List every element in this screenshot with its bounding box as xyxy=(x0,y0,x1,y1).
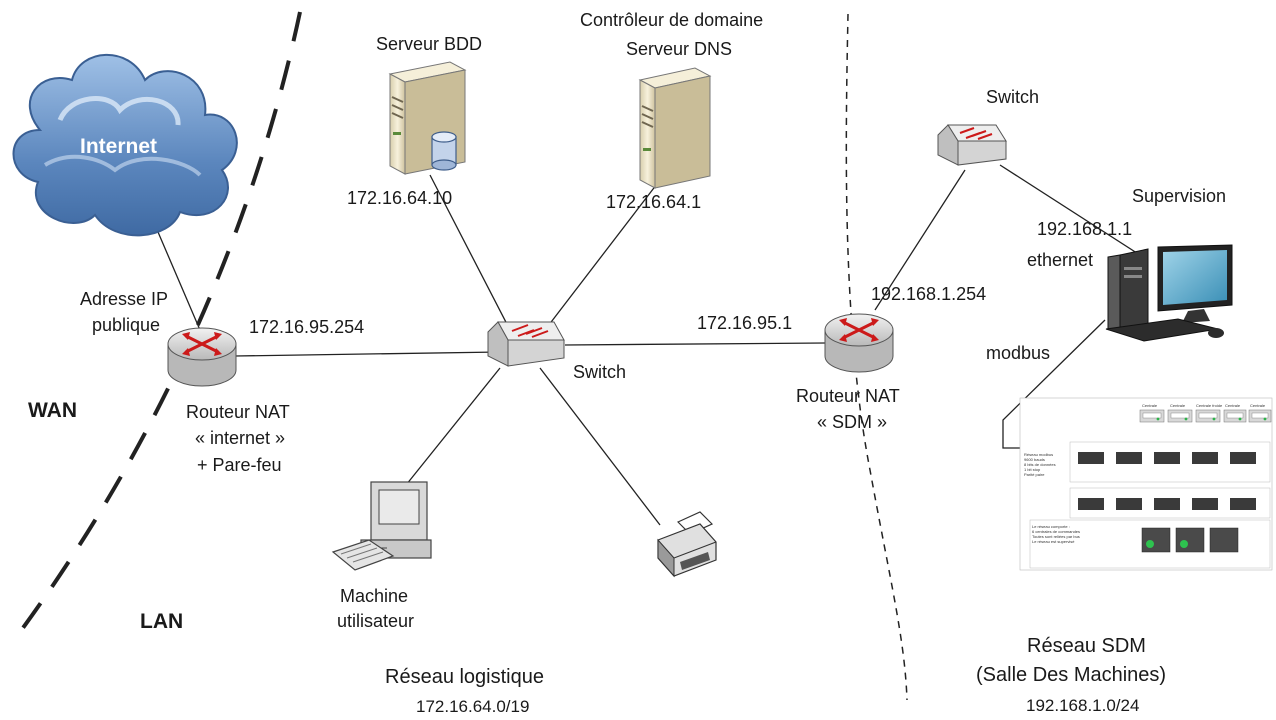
supervision-pc-icon xyxy=(1105,244,1233,342)
link-switch-router-sdm xyxy=(564,342,826,346)
link-modbus xyxy=(1002,319,1106,449)
modbus-panel: Centrale Centrale Centrale froide Centra… xyxy=(1019,397,1273,571)
network-sdm-name-1: Réseau SDM xyxy=(1027,635,1146,657)
panel-middle-rows xyxy=(1069,441,1271,519)
router-sdm-ip-sdm: 192.168.1.254 xyxy=(871,284,986,304)
router-internet-left-label-1: Adresse IP xyxy=(80,289,168,309)
router-internet-name-1: Routeur NAT xyxy=(186,402,290,422)
server-bdd-icon xyxy=(388,61,467,175)
switch-sdm-icon xyxy=(937,124,1007,166)
svg-text:Centrale froide: Centrale froide xyxy=(1196,403,1223,408)
router-internet-name-2: « internet » xyxy=(195,428,285,448)
svg-text:Toutes sont reliées par bus: Toutes sont reliées par bus xyxy=(1032,534,1080,539)
zone-wan: WAN xyxy=(28,399,77,422)
link-internet-router xyxy=(154,224,201,331)
router-sdm-ip-lan: 172.16.95.1 xyxy=(697,313,792,333)
svg-text:6 centrales de commandes: 6 centrales de commandes xyxy=(1032,529,1080,534)
supervision-link: ethernet xyxy=(1027,250,1093,270)
sdm-boundary xyxy=(845,13,908,701)
server-bdd-name: Serveur BDD xyxy=(376,34,482,54)
router-internet-name-3: + Pare-feu xyxy=(197,455,282,475)
network-sdm-subnet: 192.168.1.0/24 xyxy=(1026,696,1139,715)
network-links xyxy=(154,164,1141,526)
wan-lan-boundary xyxy=(18,11,302,634)
network-logistique-name: Réseau logistique xyxy=(385,666,544,688)
network-logistique-subnet: 172.16.64.0/19 xyxy=(416,697,529,716)
server-dns-name-1: Contrôleur de domaine xyxy=(580,10,763,30)
panel-bottom-row: Le réseau comporte : 6 centrales de comm… xyxy=(1029,519,1271,569)
router-internet-ip: 172.16.95.254 xyxy=(249,317,364,337)
zone-lan: LAN xyxy=(140,610,183,633)
server-dns-ip: 172.16.64.1 xyxy=(606,192,701,212)
supervision-ip: 192.168.1.1 xyxy=(1037,219,1132,239)
svg-text:9600 bauds: 9600 bauds xyxy=(1024,457,1045,462)
internet-cloud-icon: Internet xyxy=(12,53,238,237)
network-sdm-name-2: (Salle Des Machines) xyxy=(976,664,1166,686)
router-sdm-name-2: « SDM » xyxy=(817,412,887,432)
router-internet-left-label-2: publique xyxy=(92,315,160,335)
link-switch-printer xyxy=(539,367,661,526)
svg-text:Centrale: Centrale xyxy=(1170,403,1186,408)
svg-text:1 bit stop: 1 bit stop xyxy=(1024,467,1041,472)
svg-text:8 bits de données: 8 bits de données xyxy=(1024,462,1056,467)
panel-side-text: Réseau modbus 9600 bauds 8 bits de donné… xyxy=(1024,452,1056,477)
server-dns-name-2: Serveur DNS xyxy=(626,39,732,59)
link-router-sdm-switch xyxy=(874,169,966,311)
router-sdm-name-1: Routeur NAT xyxy=(796,386,900,406)
switch-sdm-label: Switch xyxy=(986,87,1039,107)
supervision-label: Supervision xyxy=(1132,186,1226,206)
panel-top-row: Centrale Centrale Centrale froide Centra… xyxy=(1139,403,1272,423)
supervision-bus: modbus xyxy=(986,343,1050,363)
switch-center-label: Switch xyxy=(573,362,626,382)
router-sdm-icon xyxy=(824,313,894,373)
svg-text:Centrale: Centrale xyxy=(1142,403,1158,408)
user-machine-label-1: Machine xyxy=(340,586,408,606)
switch-center-icon xyxy=(487,321,565,367)
server-bdd-ip: 172.16.64.10 xyxy=(347,188,452,208)
svg-text:Centrale: Centrale xyxy=(1225,403,1241,408)
labels: Adresse IP publique 172.16.95.254 Routeu… xyxy=(28,10,1226,716)
user-machine-label-2: utilisateur xyxy=(337,611,414,631)
svg-text:Le réseau est supervisé: Le réseau est supervisé xyxy=(1032,539,1075,544)
svg-text:Le réseau comporte :: Le réseau comporte : xyxy=(1032,524,1070,529)
printer-icon xyxy=(657,511,717,578)
svg-text:Centrale: Centrale xyxy=(1250,403,1266,408)
link-bdd-switch xyxy=(429,174,511,331)
link-router-switch xyxy=(234,351,501,357)
svg-text:Réseau modbus: Réseau modbus xyxy=(1024,452,1053,457)
user-machine-icon xyxy=(331,481,432,571)
cloud-label: Internet xyxy=(80,135,157,158)
link-switch-supervision xyxy=(999,164,1141,256)
router-internet-icon xyxy=(167,327,237,387)
svg-text:Parité paire: Parité paire xyxy=(1024,472,1045,477)
server-dns-icon xyxy=(638,67,712,189)
link-switch-machine xyxy=(397,367,501,496)
link-dns-switch xyxy=(544,179,661,331)
